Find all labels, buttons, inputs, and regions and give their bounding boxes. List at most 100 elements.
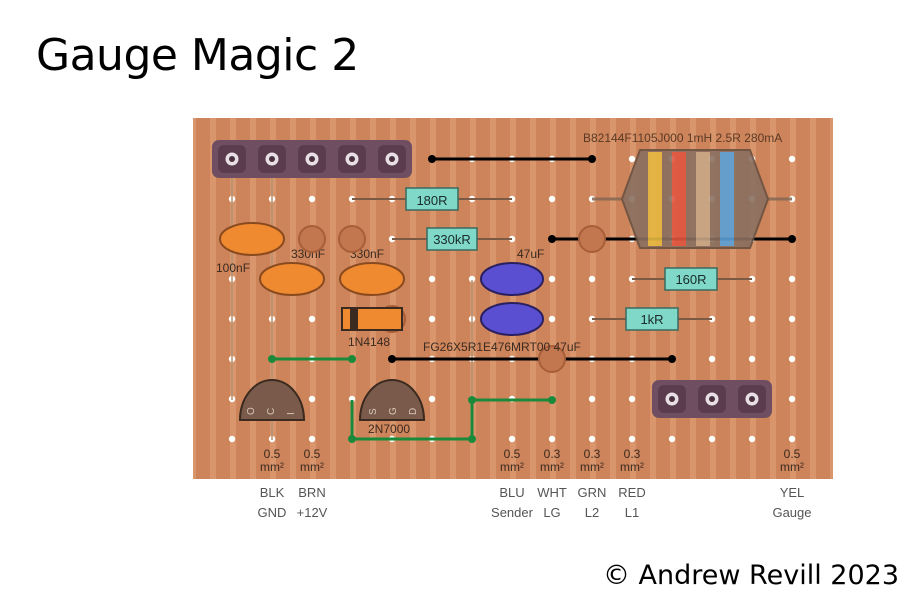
copper-strip bbox=[476, 118, 490, 479]
board-hole bbox=[748, 355, 756, 363]
capacitor-47uf-b: FG26X5R1E476MRT00 47uF bbox=[423, 302, 581, 354]
header-connector-top bbox=[212, 140, 412, 178]
board-hole bbox=[308, 195, 316, 203]
wire-size-value: 0.5 bbox=[784, 447, 801, 461]
board-hole bbox=[548, 275, 556, 283]
copper-strip bbox=[216, 118, 230, 479]
wire-function-label: Gauge bbox=[772, 505, 811, 520]
copper-strip bbox=[536, 118, 550, 479]
board-hole bbox=[708, 355, 716, 363]
board-hole bbox=[508, 435, 516, 443]
wire-function-label: LG bbox=[543, 505, 560, 520]
wire-color-label: WHT bbox=[537, 485, 567, 500]
wire-size-value: 0.5 bbox=[264, 447, 281, 461]
board-hole bbox=[628, 155, 636, 163]
board-hole bbox=[348, 395, 356, 403]
board-hole bbox=[788, 155, 796, 163]
resistor-1k: 1kR bbox=[592, 307, 712, 331]
resistor-160r-label: 160R bbox=[675, 272, 706, 287]
wire-size-value: 0.3 bbox=[624, 447, 641, 461]
copper-strip bbox=[456, 118, 470, 479]
copper-strip bbox=[596, 118, 610, 479]
mosfet-label: 2N7000 bbox=[368, 422, 410, 436]
mosfet-pin-d: D bbox=[408, 408, 419, 415]
board-hole bbox=[428, 395, 436, 403]
copper-strip bbox=[616, 118, 630, 479]
wire-color-label: YEL bbox=[780, 485, 805, 500]
resistor-1k-label: 1kR bbox=[640, 312, 663, 327]
wire-size-value: 0.3 bbox=[544, 447, 561, 461]
wire-color-label: BLK bbox=[260, 485, 285, 500]
resistor-330k-label: 330kR bbox=[433, 232, 471, 247]
board-hole bbox=[668, 435, 676, 443]
wire-function-label: L2 bbox=[585, 505, 599, 520]
board-hole bbox=[788, 355, 796, 363]
board-hole bbox=[788, 435, 796, 443]
copper-strip bbox=[336, 118, 350, 479]
wire-size-unit: mm² bbox=[300, 460, 324, 474]
wire-function-label: L1 bbox=[625, 505, 639, 520]
header-pin-center bbox=[669, 396, 675, 402]
board-hole bbox=[428, 315, 436, 323]
wire-size-unit: mm² bbox=[620, 460, 644, 474]
copper-strip bbox=[316, 118, 330, 479]
reg-pin-o: O bbox=[246, 407, 257, 415]
wire-size-unit: mm² bbox=[260, 460, 284, 474]
wire-size-labels: 0.5mm²0.5mm²0.5mm²0.3mm²0.3mm²0.3mm²0.5m… bbox=[260, 447, 804, 474]
header-pin-center bbox=[709, 396, 715, 402]
board-hole bbox=[548, 315, 556, 323]
copper-strip bbox=[236, 118, 250, 479]
header-pin-center bbox=[349, 156, 355, 162]
copper-strip bbox=[436, 118, 450, 479]
capacitor-100nf: 100nF bbox=[216, 222, 285, 275]
copper-strip bbox=[296, 118, 310, 479]
resistor-160r: 160R bbox=[632, 267, 752, 291]
copper-strip bbox=[576, 118, 590, 479]
wire-color-label: RED bbox=[618, 485, 645, 500]
regulator-to92: O C I bbox=[238, 379, 306, 421]
board-hole bbox=[628, 435, 636, 443]
copper-strip bbox=[356, 118, 370, 479]
capacitor-330nf-a: 330nF bbox=[259, 247, 325, 296]
capacitor-47uf-a: 47uF bbox=[480, 247, 544, 296]
wire-size-unit: mm² bbox=[500, 460, 524, 474]
wire-size-value: 0.5 bbox=[504, 447, 521, 461]
board-hole bbox=[228, 435, 236, 443]
copper-strip bbox=[196, 118, 210, 479]
wire-function-label: Sender bbox=[491, 505, 534, 520]
board-hole bbox=[548, 435, 556, 443]
copper-strip bbox=[816, 118, 830, 479]
mosfet-2n7000: S G D 2N7000 bbox=[358, 379, 426, 436]
header-connector-bottom bbox=[652, 380, 772, 418]
board-hole bbox=[548, 195, 556, 203]
wire-size-value: 0.3 bbox=[584, 447, 601, 461]
diode-label: 1N4148 bbox=[348, 335, 390, 349]
wire-color-label: BLU bbox=[499, 485, 524, 500]
board-hole bbox=[708, 435, 716, 443]
mosfet-pin-s: S bbox=[368, 408, 379, 415]
wire-labels: BLKGNDBRN+12VBLUSenderWHTLGGRNL2REDL1YEL… bbox=[258, 485, 812, 520]
jumper-ends-green bbox=[268, 355, 556, 443]
jumper-ends-black bbox=[388, 155, 796, 363]
board-hole bbox=[788, 275, 796, 283]
header-pin-center bbox=[229, 156, 235, 162]
board-hole bbox=[588, 435, 596, 443]
board-hole bbox=[308, 395, 316, 403]
diode-1n4148: 1N4148 bbox=[341, 307, 403, 349]
board-hole bbox=[308, 315, 316, 323]
copper-strip bbox=[496, 118, 510, 479]
reg-pin-c: C bbox=[266, 408, 277, 415]
board-hole bbox=[468, 275, 476, 283]
copper-strip bbox=[556, 118, 570, 479]
header-pin-center bbox=[389, 156, 395, 162]
capacitor-47uf-b-label: FG26X5R1E476MRT00 47uF bbox=[423, 340, 581, 354]
header-pin-center bbox=[269, 156, 275, 162]
copper-strip bbox=[776, 118, 790, 479]
capacitor-47uf-a-label: 47uF bbox=[517, 247, 544, 261]
capacitor-100nf-label: 100nF bbox=[216, 261, 250, 275]
page-title: Gauge Magic 2 bbox=[36, 30, 359, 81]
header-pin-center bbox=[749, 396, 755, 402]
inductor-label: B82144F1105J000 1mH 2.5R 280mA bbox=[583, 131, 782, 145]
reg-pin-i: I bbox=[286, 412, 297, 415]
